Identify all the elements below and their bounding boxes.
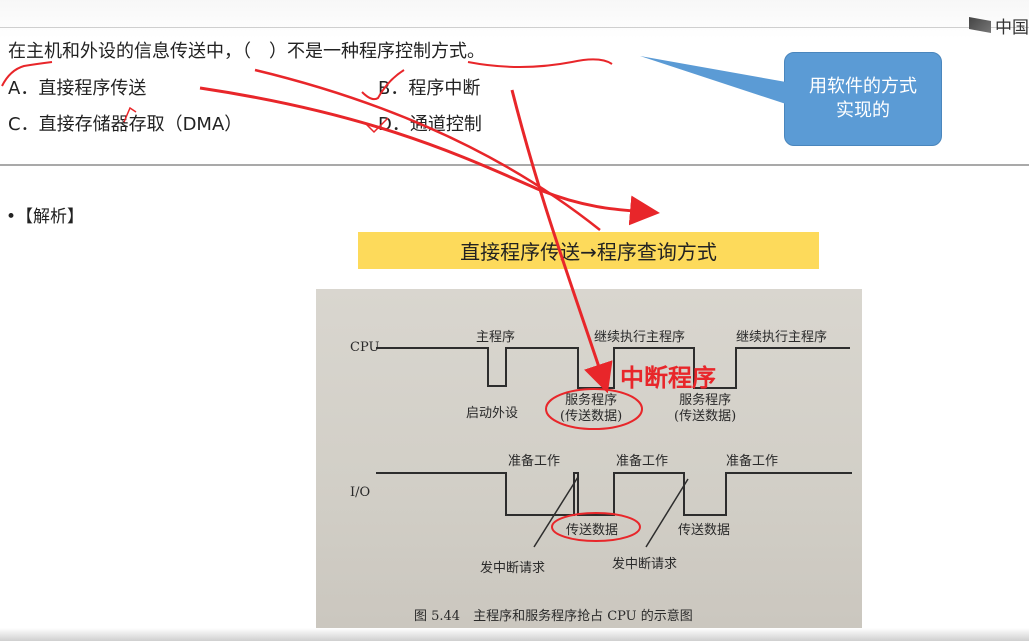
prepare-label-3: 准备工作 [726, 454, 779, 469]
textbook-figure: CPU I/O 主程序 继续执行主程序 继续执行主程序 启动外设 服务程序 (传… [316, 289, 862, 641]
top-divider [0, 27, 1029, 28]
callout-bubble: 用软件的方式实现的 [784, 52, 942, 146]
callout-tail [640, 56, 786, 104]
interrupt-request-label-2: 发中断请求 [612, 557, 678, 572]
io-label: I/O [350, 485, 371, 500]
start-device-label: 启动外设 [466, 406, 519, 421]
interrupt-line-2 [645, 478, 689, 548]
transfer-label-1: 传送数据 [566, 523, 619, 538]
section-divider [0, 164, 1029, 166]
banner-text: 直接程序传送→程序查询方式 [460, 240, 717, 264]
prepare-label-2: 准备工作 [616, 454, 669, 469]
cpu-label: CPU [350, 340, 380, 355]
analysis-label: •【解析】 [6, 207, 85, 227]
arrow-to-banner [199, 86, 660, 226]
option-b: B．程序中断 [378, 78, 481, 99]
callout-text: 用软件的方式实现的 [809, 76, 917, 121]
main-program-label: 主程序 [476, 330, 516, 345]
prepare-label-1: 准备工作 [508, 454, 561, 469]
figure-caption: 图 5.44 主程序和服务程序抢占 CPU 的示意图 [414, 609, 693, 624]
continue-main-label-1: 继续执行主程序 [594, 330, 686, 345]
logo-text: 中国 [995, 17, 1029, 38]
logo-icon [969, 17, 991, 33]
service-label-1: 服务程序 (传送数据) [560, 393, 623, 424]
annotation-interrupt-program: 中断程序 [620, 364, 716, 392]
option-d: D．通道控制 [378, 114, 482, 135]
highlight-banner: 直接程序传送→程序查询方式 [358, 232, 819, 269]
interrupt-line-1 [533, 476, 579, 548]
transfer-label-2: 传送数据 [678, 523, 731, 538]
interrupt-request-label-1: 发中断请求 [480, 561, 546, 576]
cpu-timeline [376, 347, 850, 389]
service-label-2: 服务程序 (传送数据) [674, 393, 737, 424]
bottom-shadow [0, 628, 1029, 641]
top-bar [0, 0, 1029, 38]
underline-program-control [467, 58, 613, 68]
logo: 中国 [969, 12, 1029, 38]
io-timeline [376, 472, 852, 516]
option-c: C．直接存储器存取（DMA） [8, 114, 243, 135]
continue-main-label-2: 继续执行主程序 [736, 330, 828, 345]
annotation-circle-transfer [551, 512, 641, 542]
question-stem: 在主机和外设的信息传送中，（ ）不是一种程序控制方式。 [8, 41, 485, 62]
option-a: A．直接程序传送 [8, 78, 147, 99]
